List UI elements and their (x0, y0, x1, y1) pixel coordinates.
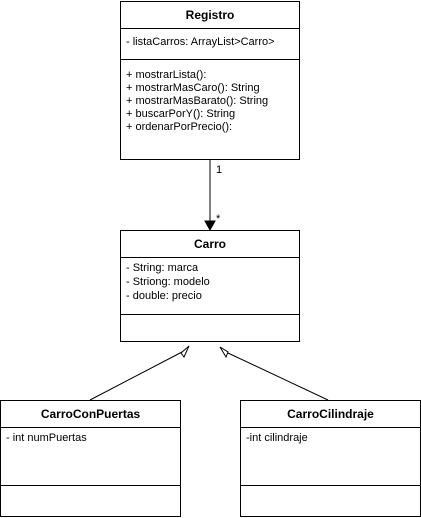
attributes-compartment: - String: marca - Striong: modelo - doub… (121, 258, 299, 315)
attribute: - Striong: modelo (126, 276, 210, 288)
operations-compartment (1, 486, 180, 492)
class-carro[interactable]: Carro - String: marca - Striong: modelo … (120, 230, 300, 342)
generalization-line-puertas (89, 351, 183, 401)
generalization-arrowhead-puertas (180, 345, 190, 358)
class-carro-cilindraje[interactable]: CarroCilindraje -int cilindraje (240, 400, 421, 517)
association-arrowhead (204, 220, 216, 232)
operation: + mostrarMasBarato(): String (126, 95, 269, 107)
attributes-compartment: - listaCarros: ArrayList>Carro> (121, 29, 299, 60)
attributes-compartment: - int numPuertas (1, 428, 180, 486)
class-name: CarroCilindraje (241, 401, 420, 428)
operations-compartment (241, 486, 420, 492)
operation: + mostrarLista(): (126, 69, 207, 81)
generalization-arrowhead-cilindraje (219, 346, 229, 359)
operations-compartment (121, 315, 299, 321)
operation: + buscarPorY(): String (126, 108, 236, 120)
class-registro[interactable]: Registro - listaCarros: ArrayList>Carro>… (120, 1, 300, 160)
source-multiplicity: 1 (216, 164, 223, 176)
attribute: - double: precio (126, 290, 202, 302)
attributes-compartment: -int cilindraje (241, 428, 420, 486)
class-name: Registro (121, 2, 299, 29)
class-carro-con-puertas[interactable]: CarroConPuertas - int numPuertas (0, 400, 181, 517)
attribute: - int numPuertas (6, 432, 87, 444)
generalization-line-cilindraje (227, 352, 329, 401)
operation: + mostrarMasCaro(): String (126, 82, 260, 94)
attribute: -int cilindraje (246, 432, 308, 444)
attribute: - String: marca (126, 262, 199, 274)
operation: + ordenarPorPrecio(): (126, 121, 233, 133)
class-name: CarroConPuertas (1, 401, 180, 428)
target-multiplicity: * (216, 213, 221, 225)
class-name: Carro (121, 231, 299, 258)
attribute: - listaCarros: ArrayList>Carro> (126, 36, 275, 48)
operations-compartment: + mostrarLista(): + mostrarMasCaro(): St… (121, 60, 299, 137)
